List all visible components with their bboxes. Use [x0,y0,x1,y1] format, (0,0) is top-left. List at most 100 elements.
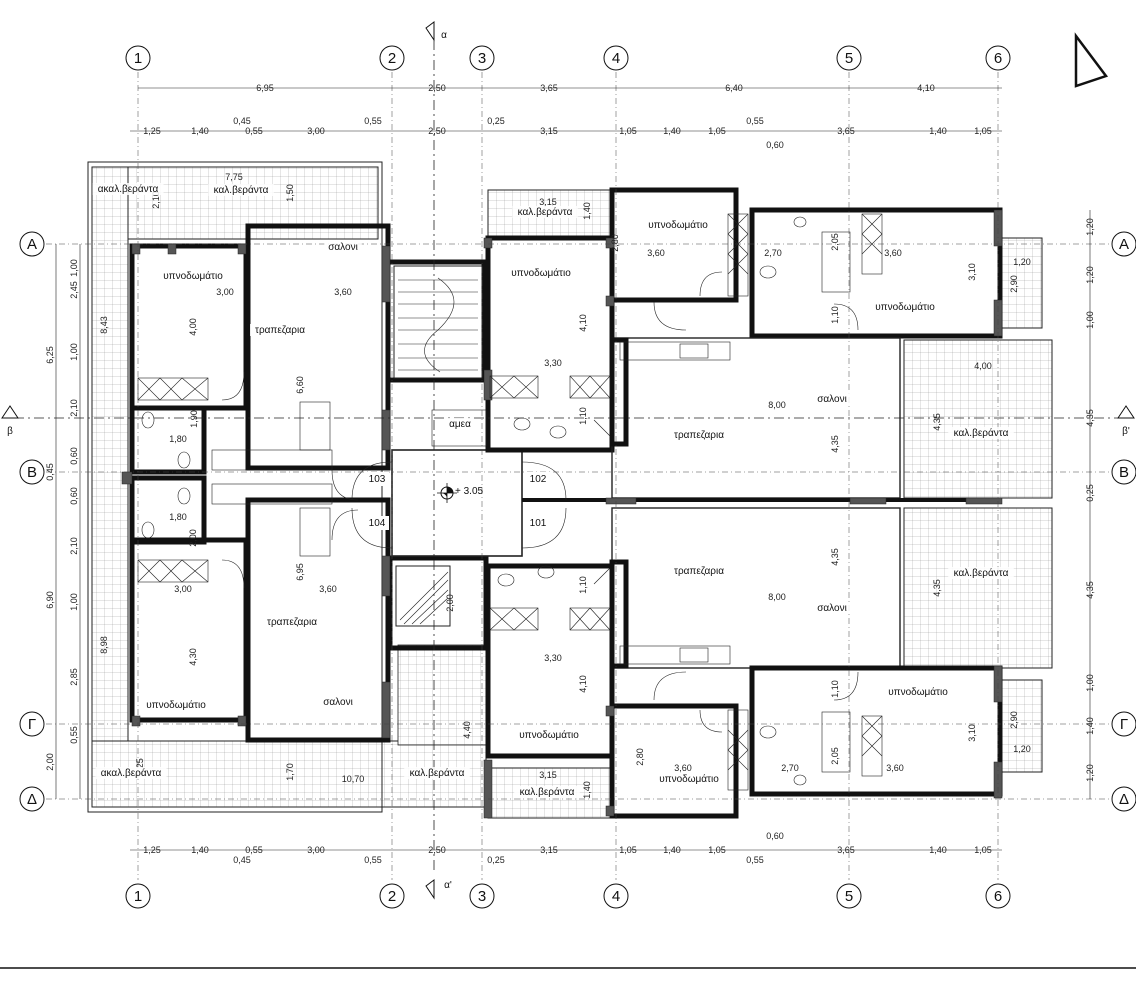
dimension-label: 4,35 [830,548,840,566]
dimension-label: 2,05 [830,747,840,765]
room-label: σαλονι [328,242,358,253]
dimension-label: 6,60 [295,376,305,394]
dimension-label: 1,05 [974,126,992,136]
dimension-label: 3,60 [886,763,904,773]
dimension-label: 1,40 [663,126,681,136]
dimension-label: 1,25 [143,126,161,136]
dimension-label: 3,60 [334,287,352,297]
axis-letter-Γ: Γ [1120,716,1128,733]
dimension-label: 3,00 [216,287,234,297]
dimension-label: 6,40 [725,83,743,93]
dimension-label: 4,40 [462,721,472,739]
dimension-label: 3,60 [884,248,902,258]
section-lines [1,21,1135,900]
dimension-label: 1,05 [619,845,637,855]
axis-bubble [125,45,151,71]
axis-bubble [1111,711,1136,737]
room-label-bg [948,567,1014,579]
room-label-bg [872,301,938,313]
axis-bubble [603,45,629,71]
axis-number-6: 6 [994,888,1002,905]
dimension-label: 4,35 [932,579,942,597]
dimension-label: 2,80 [635,748,645,766]
axis-number-1: 1 [134,888,142,905]
dimension-label: 1,25 [143,845,161,855]
dimension-label: 3,15 [539,770,557,780]
room-label: καλ.βεράντα [954,427,1009,439]
axis-number-4: 4 [612,888,620,905]
dimension-label: 4,30 [188,648,198,666]
dimension-label: 0,25 [1085,484,1095,502]
level-marker-icon [437,483,457,503]
room-label-bg [813,393,851,405]
room-label: καλ.βεράντα [410,767,465,779]
axis-number-3: 3 [478,888,486,905]
dimension-label: 1,40 [582,202,592,220]
dimension-label: 3,65 [837,126,855,136]
room-label-bg [813,602,851,614]
axis-letter-Δ: Δ [27,791,37,808]
dimension-label: 2,50 [428,126,446,136]
section-label-right: β' [1122,426,1130,437]
dimension-label: 4,00 [974,361,992,371]
room-label-bg [404,767,470,779]
unit-number: 103 [369,474,386,485]
axis-number-1: 1 [134,50,142,67]
section-label-left: β [7,426,13,437]
axis-letter-Β: Β [27,464,37,481]
dimension-label: 1,20 [1085,218,1095,236]
axis-bubble [469,45,495,71]
room-label-bg [319,696,357,708]
axis-letter-Δ: Δ [1119,791,1129,808]
dimension-label: 4,10 [578,314,588,332]
room-label: υπνοδωμάτιο [648,219,708,231]
dimension-label: 1,05 [708,126,726,136]
axis-gridlines [46,72,1110,880]
room-label: καλ.βεράντα [954,567,1009,579]
dimension-label: 2,50 [428,845,446,855]
dimension-label: 0,55 [364,116,382,126]
room-label: σαλονι [323,697,353,708]
dimension-label: 2,80 [610,234,620,252]
dimension-label: 3,10 [967,724,977,742]
dimension-label: 0,60 [69,487,79,505]
room-label-bg [208,184,274,196]
axis-bubble [836,45,862,71]
room-label: τραπεζαρια [267,617,317,628]
room-label: υπνοδωμάτιο [511,267,571,279]
dimension-label: 2,90 [1009,275,1019,293]
dimension-label: 3,65 [837,845,855,855]
room-label: αμεα [449,419,471,430]
room-label-bg [669,429,729,441]
room-label: καλ.βεράντα [518,206,573,218]
unit-number: 104 [369,518,386,529]
room-label-bg [516,729,582,741]
room-label-bg [514,786,580,798]
room-label: υπνοδωμάτιο [163,270,223,282]
dimension-label: 1,20 [1013,744,1031,754]
dimension-label: 0,45 [45,463,55,481]
dimension-label: 1,05 [708,845,726,855]
dimension-label: 3,00 [307,845,325,855]
dimension-label: 3,15 [539,197,557,207]
axis-letter-Β: Β [1119,464,1129,481]
room-label: υπνοδωμάτιο [875,301,935,313]
axis-letter-Α: Α [27,236,37,253]
dimension-label: 2,50 [428,83,446,93]
dimension-label: 3,60 [319,584,337,594]
columns [121,209,1003,819]
room-label: υπνοδωμάτιο [146,699,206,711]
room-label: υπνοδωμάτιο [888,686,948,698]
dimension-label: 1,20 [1013,257,1031,267]
room-label: σαλονι [817,603,847,614]
dimension-label: 4,00 [188,318,198,336]
dimension-label: 1,20 [1085,764,1095,782]
axis-bubble [19,711,45,737]
axis-number-6: 6 [994,50,1002,67]
room-label-bg [324,241,362,253]
dimension-label: 0,45 [233,116,251,126]
dimension-label: 1,40 [1085,717,1095,735]
dimension-label: 4,35 [932,413,942,431]
dimension-label: 1,05 [974,845,992,855]
